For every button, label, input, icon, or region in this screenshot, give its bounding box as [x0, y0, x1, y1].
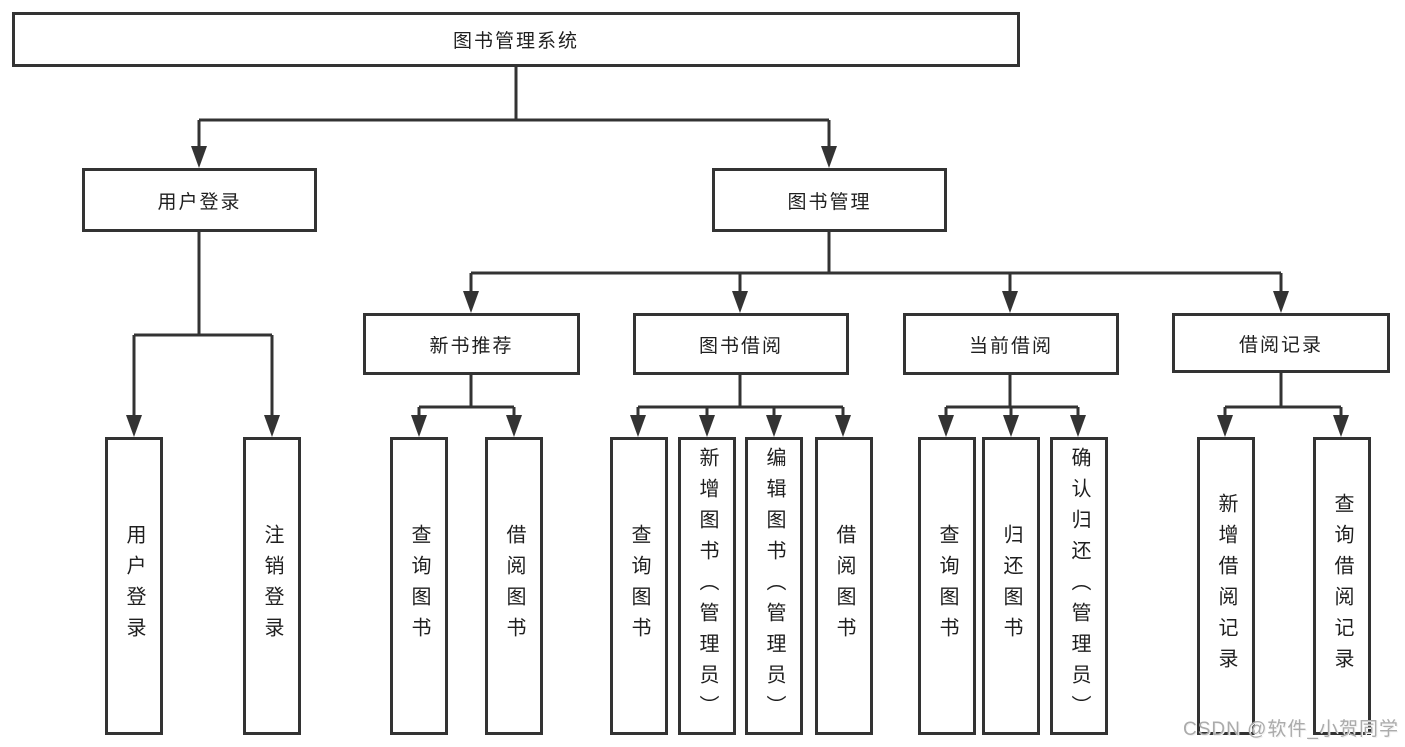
arrow-leaf-9: [938, 415, 954, 437]
leaf-borrow-books-newrec: 借阅图书: [485, 437, 543, 735]
leaf-logout-label: 注销登录: [261, 524, 283, 648]
node-current-borrow: 当前借阅: [903, 313, 1119, 375]
leaf-query-books-current-label: 查询图书: [936, 524, 958, 648]
node-new-book-recommend-label: 新书推荐: [429, 335, 514, 357]
leaf-add-books-admin: 新增图书（管理员）: [678, 437, 736, 735]
csdn-watermark: CSDN @软件_小贺同学: [1183, 719, 1399, 740]
leaf-query-books-newrec: 查询图书: [390, 437, 448, 735]
arrow-leaf-6: [699, 415, 715, 437]
leaf-add-books-admin-label: 新增图书（管理员）: [696, 446, 718, 726]
leaf-confirm-return-admin: 确认归还（管理员）: [1050, 437, 1108, 735]
leaf-query-borrow-record-label: 查询借阅记录: [1331, 493, 1353, 679]
leaf-add-borrow-record: 新增借阅记录: [1197, 437, 1255, 735]
arrow-currentborrow: [1002, 291, 1018, 313]
node-current-borrow-label: 当前借阅: [968, 335, 1053, 357]
connector-arrowheads: [126, 146, 1349, 437]
arrow-bookborrow: [732, 291, 748, 313]
arrow-newbook: [463, 291, 479, 313]
arrow-user-login: [191, 146, 207, 168]
node-root-system: 图书管理系统: [12, 12, 1020, 67]
leaf-user-login-label: 用户登录: [123, 524, 145, 648]
node-borrow-records: 借阅记录: [1172, 313, 1390, 373]
arrow-borrowrecords: [1273, 291, 1289, 313]
arrow-leaf-10: [1003, 415, 1019, 437]
leaf-confirm-return-admin-label: 确认归还（管理员）: [1068, 446, 1090, 726]
arrow-leaf-5: [630, 415, 646, 437]
arrow-leaf-4: [506, 415, 522, 437]
node-book-management: 图书管理: [712, 168, 947, 232]
leaf-add-borrow-record-label: 新增借阅记录: [1215, 493, 1237, 679]
node-book-management-label: 图书管理: [787, 191, 872, 213]
leaf-borrow-books-newrec-label: 借阅图书: [503, 524, 525, 648]
arrow-leaf-1: [126, 415, 142, 437]
leaf-edit-books-admin: 编辑图书（管理员）: [745, 437, 803, 735]
arrow-leaf-11: [1070, 415, 1086, 437]
leaf-logout: 注销登录: [243, 437, 301, 735]
leaf-query-books-newrec-label: 查询图书: [408, 524, 430, 648]
node-user-login: 用户登录: [82, 168, 317, 232]
leaf-borrow-books-label: 借阅图书: [833, 524, 855, 648]
node-book-borrow: 图书借阅: [633, 313, 849, 375]
arrow-leaf-3: [411, 415, 427, 437]
leaf-return-books-label: 归还图书: [1000, 524, 1022, 648]
leaf-borrow-books: 借阅图书: [815, 437, 873, 735]
leaf-query-borrow-record: 查询借阅记录: [1313, 437, 1371, 735]
leaf-query-books-borrow-label: 查询图书: [628, 524, 650, 648]
node-borrow-records-label: 借阅记录: [1238, 334, 1323, 356]
node-new-book-recommend: 新书推荐: [363, 313, 580, 375]
leaf-return-books: 归还图书: [982, 437, 1040, 735]
node-book-borrow-label: 图书借阅: [698, 335, 783, 357]
leaf-user-login: 用户登录: [105, 437, 163, 735]
node-root-label: 图书管理系统: [452, 31, 579, 52]
arrow-leaf-7: [766, 415, 782, 437]
arrow-leaf-2: [264, 415, 280, 437]
arrow-leaf-13: [1333, 415, 1349, 437]
leaf-query-books-borrow: 查询图书: [610, 437, 668, 735]
leaf-query-books-current: 查询图书: [918, 437, 976, 735]
leaf-edit-books-admin-label: 编辑图书（管理员）: [763, 446, 785, 726]
arrow-leaf-12: [1217, 415, 1233, 437]
arrow-book-management: [821, 146, 837, 168]
arrow-leaf-8: [835, 415, 851, 437]
node-user-login-label: 用户登录: [157, 191, 242, 213]
